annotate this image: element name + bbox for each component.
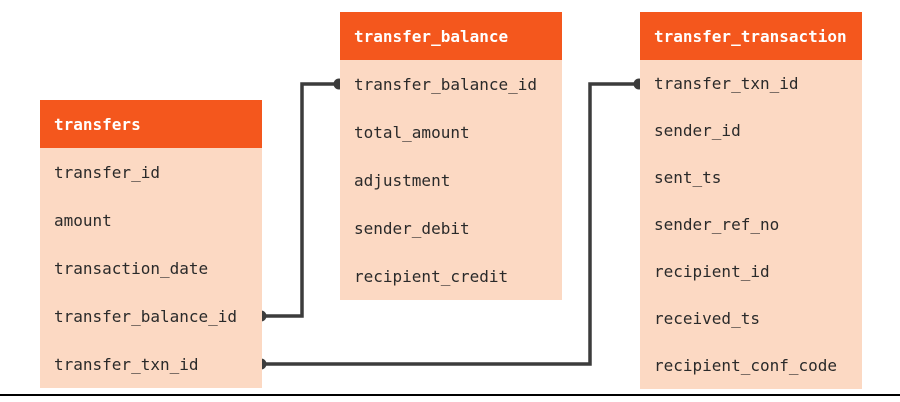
table-row: transaction_date (54, 258, 209, 278)
table-transfer-transaction-header: transfer_transaction (640, 12, 862, 60)
table-row: recipient_id (654, 262, 770, 281)
table-row: amount (54, 210, 112, 230)
table-transfer-balance-title: transfer_balance (354, 26, 509, 46)
table-row: transfer_txn_id (654, 74, 799, 93)
table-row: transfer_txn_id (54, 354, 199, 374)
table-row: sent_ts (654, 168, 722, 187)
table-transfers-header: transfers (40, 100, 262, 148)
table-row: adjustment (354, 170, 451, 190)
table-row: total_amount (354, 122, 470, 142)
table-transfers: transfers transfer_id amount transaction… (40, 100, 262, 388)
table-row: sender_debit (354, 218, 470, 238)
table-row: received_ts (654, 309, 760, 328)
table-transfer-transaction: transfer_transaction transfer_txn_id sen… (640, 12, 862, 389)
table-transfer-balance-body: transfer_balance_id total_amount adjustm… (340, 60, 562, 300)
table-row: recipient_conf_code (654, 356, 838, 375)
table-transfers-body: transfer_id amount transaction_date tran… (40, 148, 262, 388)
bottom-border-line (0, 394, 900, 396)
table-row: recipient_credit (354, 266, 509, 286)
table-row: transfer_balance_id (54, 306, 238, 326)
table-row: sender_id (654, 121, 741, 140)
table-row: sender_ref_no (654, 215, 780, 234)
table-transfer-balance-header: transfer_balance (340, 12, 562, 60)
table-row: transfer_balance_id (354, 74, 538, 94)
table-transfer-transaction-title: transfer_transaction (654, 26, 847, 46)
table-transfer-transaction-body: transfer_txn_id sender_id sent_ts sender… (640, 60, 862, 389)
table-row: transfer_id (54, 162, 160, 182)
table-transfers-title: transfers (54, 114, 141, 134)
table-transfer-balance: transfer_balance transfer_balance_id tot… (340, 12, 562, 300)
connector-transfers-to-transfer-balance (255, 78, 345, 322)
